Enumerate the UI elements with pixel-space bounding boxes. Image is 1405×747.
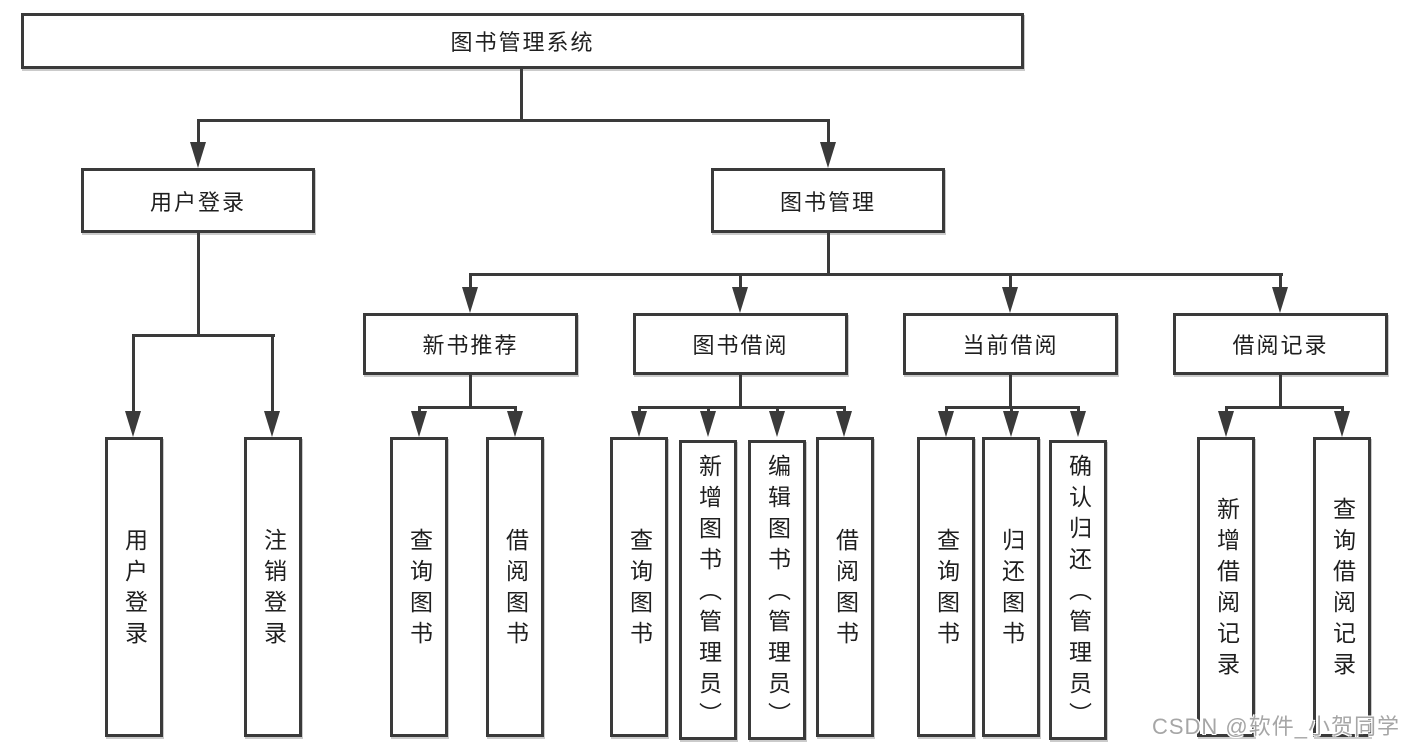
node-book-borrowing: 图书借阅 [633,313,848,375]
connector-line [469,372,472,409]
connector-line [418,406,517,409]
arrowhead-down-icon [190,142,206,168]
arrowhead-down-icon [125,411,141,437]
arrowhead-down-icon [1002,287,1018,313]
node-user-login: 用户登录 [81,168,315,233]
connector-line [827,119,830,145]
leaf-borrowing-edit-book-admin: 编辑图书（管理员） [748,440,806,740]
arrowhead-down-icon [1334,411,1350,437]
leaf-records-add-record: 新增借阅记录 [1197,437,1255,737]
connector-line [739,372,742,409]
node-borrowing-records: 借阅记录 [1173,313,1388,375]
leaf-logout: 注销登录 [244,437,302,737]
leaf-current-return-book: 归还图书 [982,437,1040,737]
arrowhead-down-icon [411,411,427,437]
arrowhead-down-icon [631,411,647,437]
connector-line [469,273,1283,276]
arrowhead-down-icon [462,287,478,313]
node-book-management: 图书管理 [711,168,945,233]
arrowhead-down-icon [732,287,748,313]
leaf-user-login: 用户登录 [105,437,163,737]
arrowhead-down-icon [836,411,852,437]
leaf-current-query-book: 查询图书 [917,437,975,737]
connector-line [1279,372,1282,409]
arrowhead-down-icon [507,411,523,437]
connector-line [520,66,523,122]
connector-line [638,406,846,409]
arrowhead-down-icon [1070,411,1086,437]
node-current-borrowing: 当前借阅 [903,313,1118,375]
arrowhead-down-icon [769,411,785,437]
connector-line [132,334,135,413]
connector-line [197,119,200,145]
node-new-book-recommend: 新书推荐 [363,313,578,375]
leaf-borrowing-add-book-admin: 新增图书（管理员） [679,440,737,740]
leaf-newbook-query-book: 查询图书 [390,437,448,737]
connector-line [469,273,472,291]
arrowhead-down-icon [1003,411,1019,437]
connector-line [827,230,830,276]
leaf-current-confirm-return-admin: 确认归还（管理员） [1049,440,1107,740]
connector-line [197,119,830,122]
connector-line [1009,273,1012,291]
arrowhead-down-icon [938,411,954,437]
connector-line [132,334,275,337]
csdn-watermark: CSDN @软件_小贺同学 [1151,714,1400,739]
connector-line [1279,273,1282,291]
arrowhead-down-icon [700,411,716,437]
arrowhead-down-icon [1272,287,1288,313]
node-root: 图书管理系统 [21,13,1024,69]
arrowhead-down-icon [264,411,280,437]
connector-line [271,334,274,413]
connector-line [197,230,200,337]
arrowhead-down-icon [820,142,836,168]
arrowhead-down-icon [1218,411,1234,437]
connector-line [1225,406,1344,409]
leaf-records-query-record: 查询借阅记录 [1313,437,1371,737]
leaf-borrowing-borrow-book: 借阅图书 [816,437,874,737]
connector-line [1009,372,1012,409]
leaf-newbook-borrow-book: 借阅图书 [486,437,544,737]
connector-line [739,273,742,291]
leaf-borrowing-query-book: 查询图书 [610,437,668,737]
